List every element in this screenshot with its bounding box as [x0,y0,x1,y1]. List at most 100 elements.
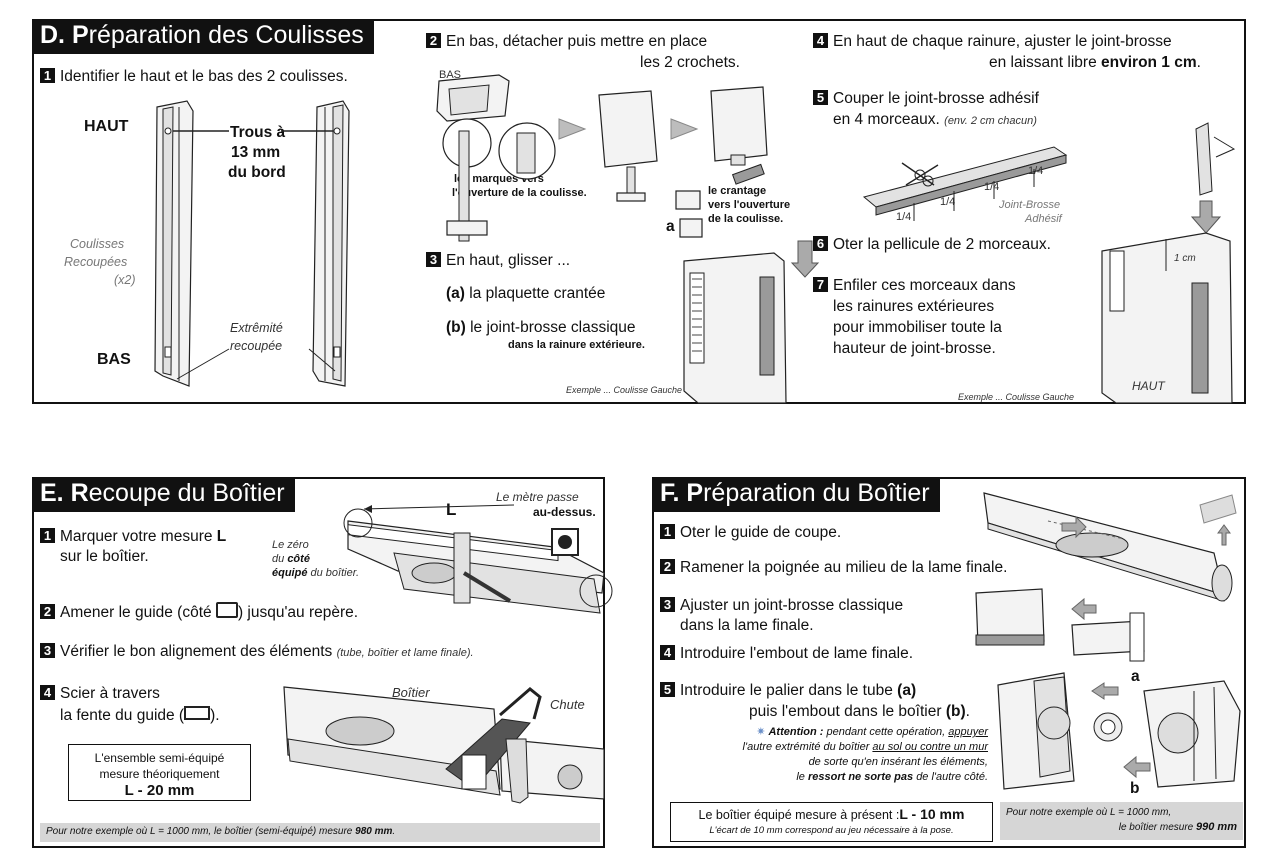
step-number: 3 [40,643,55,658]
step-number: 4 [660,645,675,660]
d-trous-label-1: Trous à [230,124,286,141]
step-number: 2 [660,559,675,574]
f-label-a: a [1131,668,1140,685]
d-quarter-4: 1/4 [1028,165,1044,177]
warning-star-icon: ✷ [756,726,766,738]
tape-measure-icon [215,602,238,618]
d-crantage-label-1: le crantage [708,185,767,197]
step-number: 4 [40,685,55,700]
d-extremite-label-2: recoupée [230,339,283,353]
e-step4-line2: la fente du guide (). [60,706,220,724]
d-coulisse-gauche-illustration [1101,122,1236,404]
e-example-note: Pour notre exemple où L = 1000 mm, le bo… [40,823,600,842]
saw-guide-icon [184,706,211,720]
d-step3b-sub: dans la rainure extérieure. [508,339,645,351]
d-joint-label-1: Joint-Brosse [999,199,1061,211]
step-number: 2 [40,604,55,619]
d-coulisses-label-2: Recoupées [64,255,128,269]
e-metre-label-2: au-dessus. [533,505,596,519]
d-quarter-2: 1/4 [940,196,956,208]
step-number: 7 [813,277,828,292]
e-zero-label-2: du côté [272,553,310,565]
d-step5-line2: en 4 morceaux. (env. 2 cm chacun) [833,111,1037,128]
f-lame-finale-illustration [975,588,1145,662]
d-trous-label-3: du bord [228,164,286,181]
f-step3-line2: dans la lame finale. [680,617,814,634]
e-step1-line2: sur le boîtier. [60,548,149,565]
step-number: 1 [660,524,675,539]
d-plaquette-illustration [675,190,820,404]
f-attention-line3: de sorte qu'en insérant les éléments, [808,756,988,768]
d-coulisses-illustration [154,100,350,387]
e-boitier-label: Boîtier [392,685,430,700]
section-e-title: E. Recoupe du Boîtier [32,477,295,512]
f-step5-line2: puis l'embout dans le boîtier (b). [749,703,970,720]
d-step7-line2: les rainures extérieures [833,298,995,315]
e-box-line1: L'ensemble semi-équipé [94,751,225,765]
e-box-line3: L - 20 mm [124,782,195,799]
step-number: 1 [40,68,55,83]
f-attention-line4: le ressort ne sorte pas de l'autre côté. [796,771,988,783]
d-coulisses-label-3: (x2) [114,273,136,287]
d-step3a: (a) la plaquette crantée [446,285,606,302]
d-crantage-label-2: vers l'ouverture [708,199,791,211]
step-number: 1 [40,528,55,543]
section-f-title: F. Préparation du Boîtier [652,477,940,512]
e-boitier-metre-illustration [343,504,613,614]
step-number: 3 [426,252,441,267]
d-joint-brosse-illustration [862,146,1068,221]
f-boitier-illustration [983,492,1237,602]
f-box-line1: Le boîtier équipé mesure à présent :L - … [698,806,965,822]
f-note-line1: Pour notre exemple où L = 1000 mm, [1006,807,1172,818]
e-chute-label: Chute [550,697,585,712]
d-step7-line3: pour immobiliser toute la [833,319,1002,336]
d-step7-line4: hauteur de joint-brosse. [833,340,996,357]
d-crantage-label-3: de la coulisse. [708,213,784,225]
section-d-title: D. Préparation des Coulisses [32,19,374,54]
d-bas-small-label: BAS [439,69,462,81]
f-attention-line1: ✷ Attention : pendant cette opération, a… [756,726,988,738]
e-measure-box: L'ensemble semi-équipé mesure théoriquem… [68,744,251,801]
e-L-label: L [446,500,457,519]
e-box-line2: mesure théoriquement [99,767,220,781]
step-number: 6 [813,236,828,251]
f-measure-box: Le boîtier équipé mesure à présent :L - … [670,802,993,842]
step-number: 4 [813,33,828,48]
f-example-note: Pour notre exemple où L = 1000 mm, le bo… [1000,802,1243,840]
d-haut-small-label-2: HAUT [1132,379,1165,393]
d-exemple-2: Exemple ... Coulisse Gauche [958,392,1075,402]
d-step3b: (b) le joint-brosse classique [446,319,636,336]
d-one-cm-label: 1 cm [1174,253,1196,264]
f-attention-line2: l'autre extrémité du boîtier au sol ou c… [742,741,988,753]
f-label-b: b [1130,780,1140,797]
step-number: 2 [426,33,441,48]
d-exemple-1: Exemple ... Coulisse Gauche [566,385,683,395]
d-quarter-1: 1/4 [896,211,912,223]
d-step2-line2: les 2 crochets. [640,54,740,71]
d-coulisses-label-1: Coulisses [70,237,125,251]
step-number: 5 [660,682,675,697]
f-box-line2: L'écart de 10 mm correspond au jeu néces… [709,825,954,836]
d-extremite-label-1: Extrêmité [230,321,283,335]
d-crochets-illustration [436,74,768,242]
step-number: 3 [660,597,675,612]
e-zero-label-1: Le zéro [272,539,309,551]
